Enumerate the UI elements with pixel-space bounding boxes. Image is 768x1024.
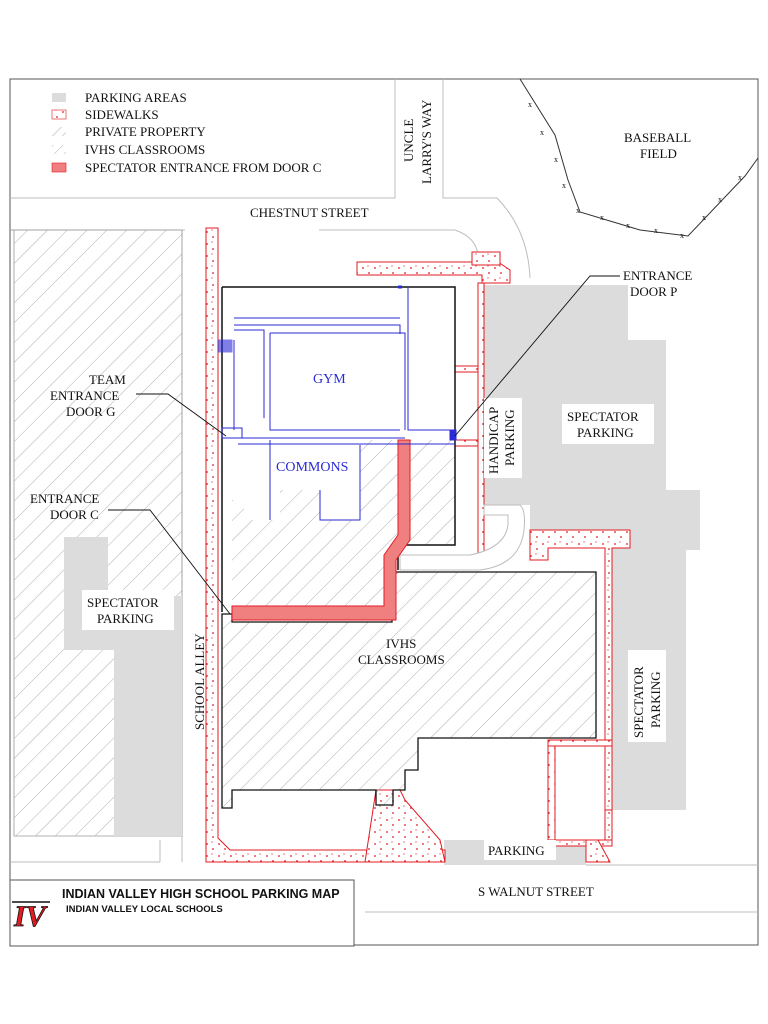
- svg-text:x: x: [562, 181, 566, 190]
- svg-text:x: x: [600, 213, 604, 222]
- ivhs-classrooms-building: [221, 571, 597, 809]
- street-label-uncle-2: LARRY'S WAY: [419, 99, 434, 184]
- title-block: IV INDIAN VALLEY HIGH SCHOOL PARKING MAP…: [9, 879, 355, 947]
- label-baseball-field-2: FIELD: [640, 146, 677, 161]
- label-parking-bottom: PARKING: [488, 843, 545, 858]
- svg-text:x: x: [540, 128, 544, 137]
- street-label-uncle: UNCLE: [401, 119, 416, 162]
- svg-text:x: x: [576, 206, 580, 215]
- spectator-parking-east: SPECTATOR PARKING: [562, 404, 654, 444]
- label-spectator-parking-southeast-2: PARKING: [648, 671, 663, 728]
- svg-text:x: x: [718, 195, 722, 204]
- label-handicap: HANDICAP: [486, 407, 501, 474]
- legend-swatch-sidewalk: [51, 109, 67, 120]
- label-baseball-field: BASEBALL: [624, 130, 691, 145]
- iv-logo: IV: [13, 900, 49, 933]
- spectator-parking-west: SPECTATOR PARKING: [82, 590, 174, 630]
- bottom-parking: PARKING: [484, 840, 556, 860]
- legend-label-private: PRIVATE PROPERTY: [85, 124, 206, 139]
- spectator-parking-southeast: SPECTATOR PARKING: [628, 650, 666, 742]
- callout-door-p-label-2: DOOR P: [630, 284, 677, 299]
- legend-label-sidewalks: SIDEWALKS: [85, 107, 159, 122]
- commons-hatch-area: [232, 440, 398, 610]
- callout-door-p: ENTRANCE DOOR P: [454, 268, 692, 437]
- legend-label-spectator-entrance: SPECTATOR ENTRANCE FROM DOOR C: [85, 160, 321, 175]
- street-label-s-walnut: S WALNUT STREET: [478, 884, 594, 899]
- handicap-driveway: [399, 504, 525, 571]
- interior-walls: [217, 285, 457, 521]
- label-spectator-parking-west-2: PARKING: [97, 611, 154, 626]
- svg-text:x: x: [654, 226, 658, 235]
- legend-swatch-parking: [52, 93, 66, 102]
- svg-text:x: x: [626, 221, 630, 230]
- map-title: INDIAN VALLEY HIGH SCHOOL PARKING MAP: [62, 887, 340, 901]
- label-spectator-parking-east-2: PARKING: [577, 425, 634, 440]
- label-gym: GYM: [313, 372, 346, 387]
- map-subtitle: INDIAN VALLEY LOCAL SCHOOLS: [66, 904, 223, 915]
- svg-text:x: x: [738, 173, 742, 182]
- legend-swatch-spectator-entrance: [51, 162, 67, 173]
- legend-swatch-classrooms: [52, 145, 66, 154]
- street-label-chestnut: CHESTNUT STREET: [250, 205, 369, 220]
- label-handicap-2: PARKING: [502, 409, 517, 466]
- callout-door-g-label-3: DOOR G: [66, 404, 115, 419]
- callout-door-g-label: TEAM: [89, 372, 126, 387]
- legend-label-classrooms: IVHS CLASSROOMS: [85, 142, 205, 157]
- label-classrooms: IVHS: [386, 636, 416, 651]
- callout-door-c-label-2: DOOR C: [50, 507, 99, 522]
- svg-text:x: x: [528, 100, 532, 109]
- label-spectator-parking-southeast: SPECTATOR: [631, 666, 646, 738]
- label-spectator-parking-east: SPECTATOR: [567, 409, 639, 424]
- baseball-fence: x x x x x x x x x x x x: [519, 78, 759, 240]
- legend-label-parking: PARKING AREAS: [85, 90, 187, 105]
- callout-door-c-label: ENTRANCE: [30, 491, 99, 506]
- callout-door-g-label-2: ENTRANCE: [50, 388, 119, 403]
- legend: PARKING AREAS SIDEWALKS PRIVATE PROPERTY…: [51, 90, 321, 175]
- callout-door-g: TEAM ENTRANCE DOOR G: [50, 372, 227, 437]
- hatch-east: [408, 440, 455, 545]
- svg-text:x: x: [554, 155, 558, 164]
- svg-text:x: x: [702, 213, 706, 222]
- street-label-school-alley: SCHOOL ALLEY: [192, 633, 207, 730]
- label-classrooms-2: CLASSROOMS: [358, 652, 445, 667]
- callout-door-p-label: ENTRANCE: [623, 268, 692, 283]
- handicap-parking: HANDICAP PARKING: [484, 398, 522, 478]
- spectator-entrance-path: [231, 439, 411, 621]
- svg-text:x: x: [680, 231, 684, 240]
- legend-swatch-private: [52, 127, 66, 136]
- label-commons: COMMONS: [276, 460, 348, 475]
- callout-door-c: ENTRANCE DOOR C: [30, 491, 231, 615]
- label-spectator-parking-west: SPECTATOR: [87, 595, 159, 610]
